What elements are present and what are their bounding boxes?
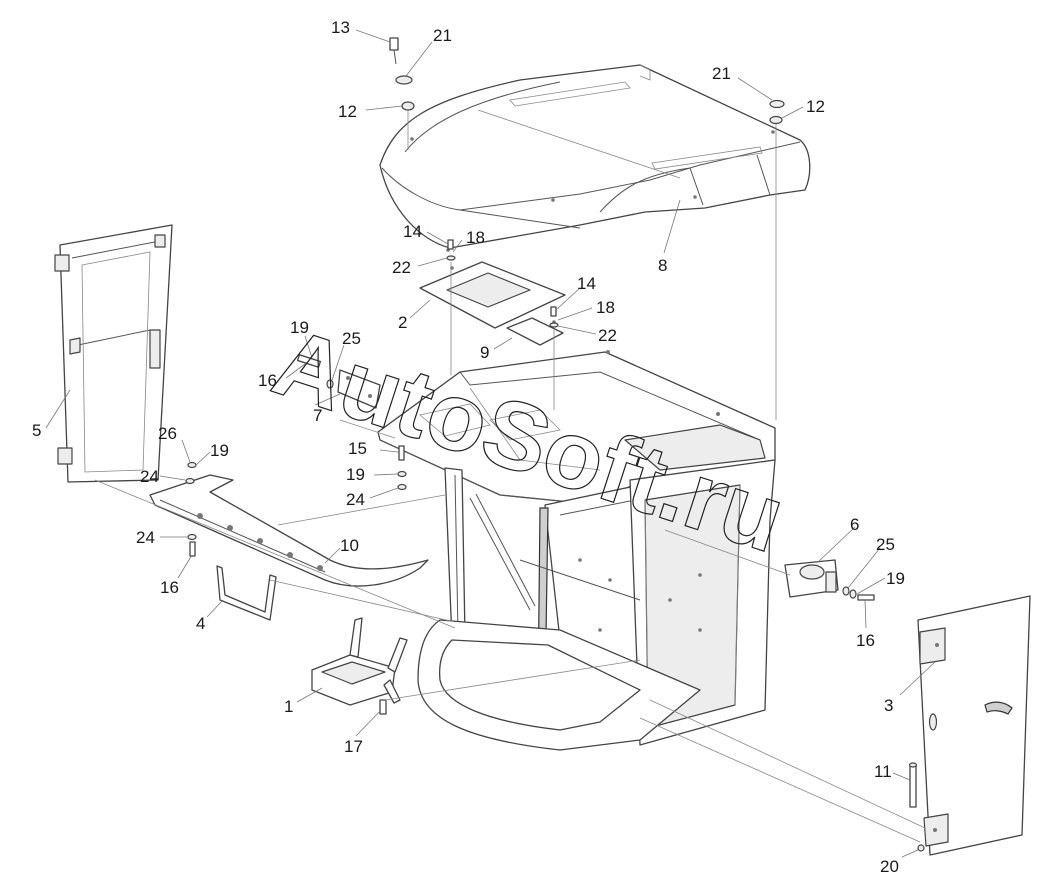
step-rail <box>149 474 429 587</box>
callout-12-left: 12 <box>338 102 357 121</box>
callout-16-right: 16 <box>856 631 875 650</box>
callout-9: 9 <box>480 343 489 362</box>
callout-24-frame: 24 <box>346 490 365 509</box>
rail-washer-mid <box>185 477 195 485</box>
callout-10: 10 <box>340 536 359 555</box>
callout-3: 3 <box>884 696 893 715</box>
callout-16-bracket: 16 <box>258 371 277 390</box>
callout-leaders <box>45 29 936 858</box>
plate-bolt-left <box>447 239 454 250</box>
callout-20: 20 <box>880 857 899 876</box>
roof-washer-left <box>395 75 413 85</box>
roof-nut-left <box>401 101 415 111</box>
callout-26: 26 <box>158 424 177 443</box>
roof-panel <box>379 64 811 249</box>
callout-16-rail: 16 <box>160 578 179 597</box>
roof-bolt <box>389 37 399 65</box>
callout-19-rail: 19 <box>210 441 229 460</box>
roof-washer-right <box>769 99 785 109</box>
callout-21-top-right: 21 <box>712 64 731 83</box>
right-bracket-nut <box>849 589 857 599</box>
callout-12-right: 12 <box>806 97 825 116</box>
plate-bolt-right <box>550 306 557 317</box>
right-bracket-washer <box>842 586 850 596</box>
assembly-lines <box>94 110 926 843</box>
bracket-bolt <box>296 354 322 368</box>
callout-19-frame: 19 <box>346 465 365 484</box>
step-bolt <box>379 699 387 715</box>
left-bracket <box>337 369 381 409</box>
roof-nut-right <box>769 115 783 125</box>
right-door <box>917 595 1031 856</box>
left-door <box>54 224 173 483</box>
plate-washer-left <box>446 255 456 261</box>
callout-24-rail-low: 24 <box>136 528 155 547</box>
callout-7: 7 <box>313 406 322 425</box>
callout-11: 11 <box>874 762 892 781</box>
rail-bolt <box>189 541 196 557</box>
callout-4: 4 <box>196 614 205 633</box>
callout-18-right: 18 <box>596 298 615 317</box>
rail-washer-low <box>187 533 197 541</box>
callout-labels: 13 21 12 21 12 14 18 22 8 14 2 18 22 9 1… <box>32 18 905 876</box>
right-bracket <box>784 559 839 598</box>
cover-plate <box>419 248 566 329</box>
frame-washer <box>397 470 407 478</box>
callout-13: 13 <box>331 18 350 37</box>
callout-21-top-left: 21 <box>433 26 452 45</box>
callout-24-rail-top: 24 <box>140 467 159 486</box>
callout-18-left: 18 <box>466 228 485 247</box>
plate-washer-right <box>549 322 559 328</box>
callout-6: 6 <box>850 515 859 534</box>
callout-22-right: 22 <box>598 326 617 345</box>
frame-bolt <box>398 445 405 461</box>
callout-14-left: 14 <box>403 222 422 241</box>
callout-8: 8 <box>658 256 667 275</box>
callout-17: 17 <box>344 737 363 756</box>
right-bracket-bolt <box>857 594 875 601</box>
callout-15: 15 <box>348 439 367 458</box>
callout-25-bracket: 25 <box>342 329 361 348</box>
hinge-pin <box>908 762 918 808</box>
pin-retainer <box>917 844 925 852</box>
grab-handle <box>216 565 277 621</box>
callout-19-bracket: 19 <box>290 318 309 337</box>
callout-2: 2 <box>398 313 407 332</box>
frame-washer-low <box>397 483 407 491</box>
callout-22-left: 22 <box>392 258 411 277</box>
rail-washer-top <box>187 461 197 469</box>
callout-14-right: 14 <box>577 274 596 293</box>
callout-5: 5 <box>32 421 41 440</box>
callout-1: 1 <box>284 697 293 716</box>
entry-step <box>311 617 408 706</box>
callout-19-right: 19 <box>886 569 905 588</box>
cab-frame <box>377 350 776 751</box>
bracket-nut <box>326 379 334 389</box>
callout-25-right: 25 <box>876 535 895 554</box>
